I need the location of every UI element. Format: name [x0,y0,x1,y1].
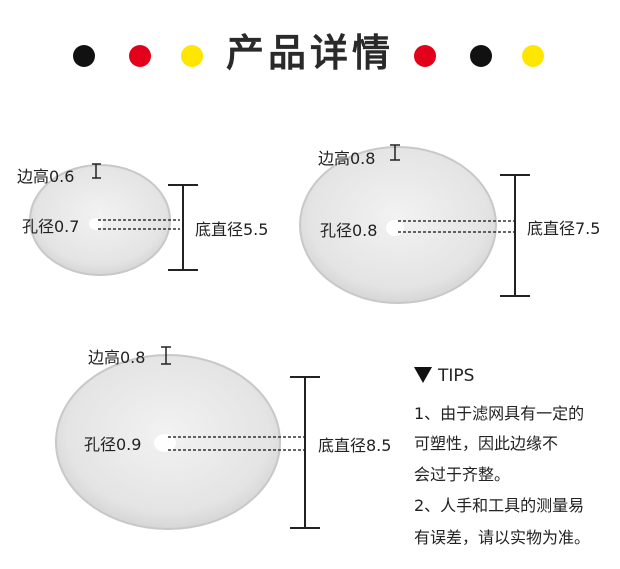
tip-line-3: 会过于齐整。 [414,465,511,484]
dot-3 [181,45,203,67]
tip-line-1: 1、由于滤网具有一定的 [414,404,585,423]
dot-5 [470,45,492,67]
tip-line-2: 可塑性，因此边缘不 [414,434,559,453]
dot-2 [129,45,151,67]
filter-1-hole-diameter: 孔径0.7 [22,217,80,236]
filter-disc-small [29,163,198,276]
tip-line-5: 有误差，请以实物为准。 [414,528,591,547]
filter-1-edge-height: 边高0.6 [17,167,75,186]
filter-3-edge-height: 边高0.8 [88,348,146,367]
tips-heading: TIPS [414,366,474,386]
tip-line-4: 2、人手和工具的测量易 [414,496,585,515]
filter-disc-large [55,346,320,530]
filter-2-base-diameter: 底直径7.5 [527,219,601,238]
filter-1-base-diameter: 底直径5.5 [195,220,269,239]
triangle-down-icon [414,367,432,383]
filter-3-base-diameter: 底直径8.5 [318,436,392,455]
dot-1 [73,45,95,67]
filter-3-hole-diameter: 孔径0.9 [84,435,142,454]
tips-title: TIPS [438,366,475,386]
filter-disc-medium [299,144,530,304]
filter-2-hole-diameter: 孔径0.8 [320,221,378,240]
filter-2-edge-height: 边高0.8 [318,149,376,168]
dot-4 [414,45,436,67]
dot-6 [522,45,544,67]
page-title: 产品详情 [225,31,394,75]
